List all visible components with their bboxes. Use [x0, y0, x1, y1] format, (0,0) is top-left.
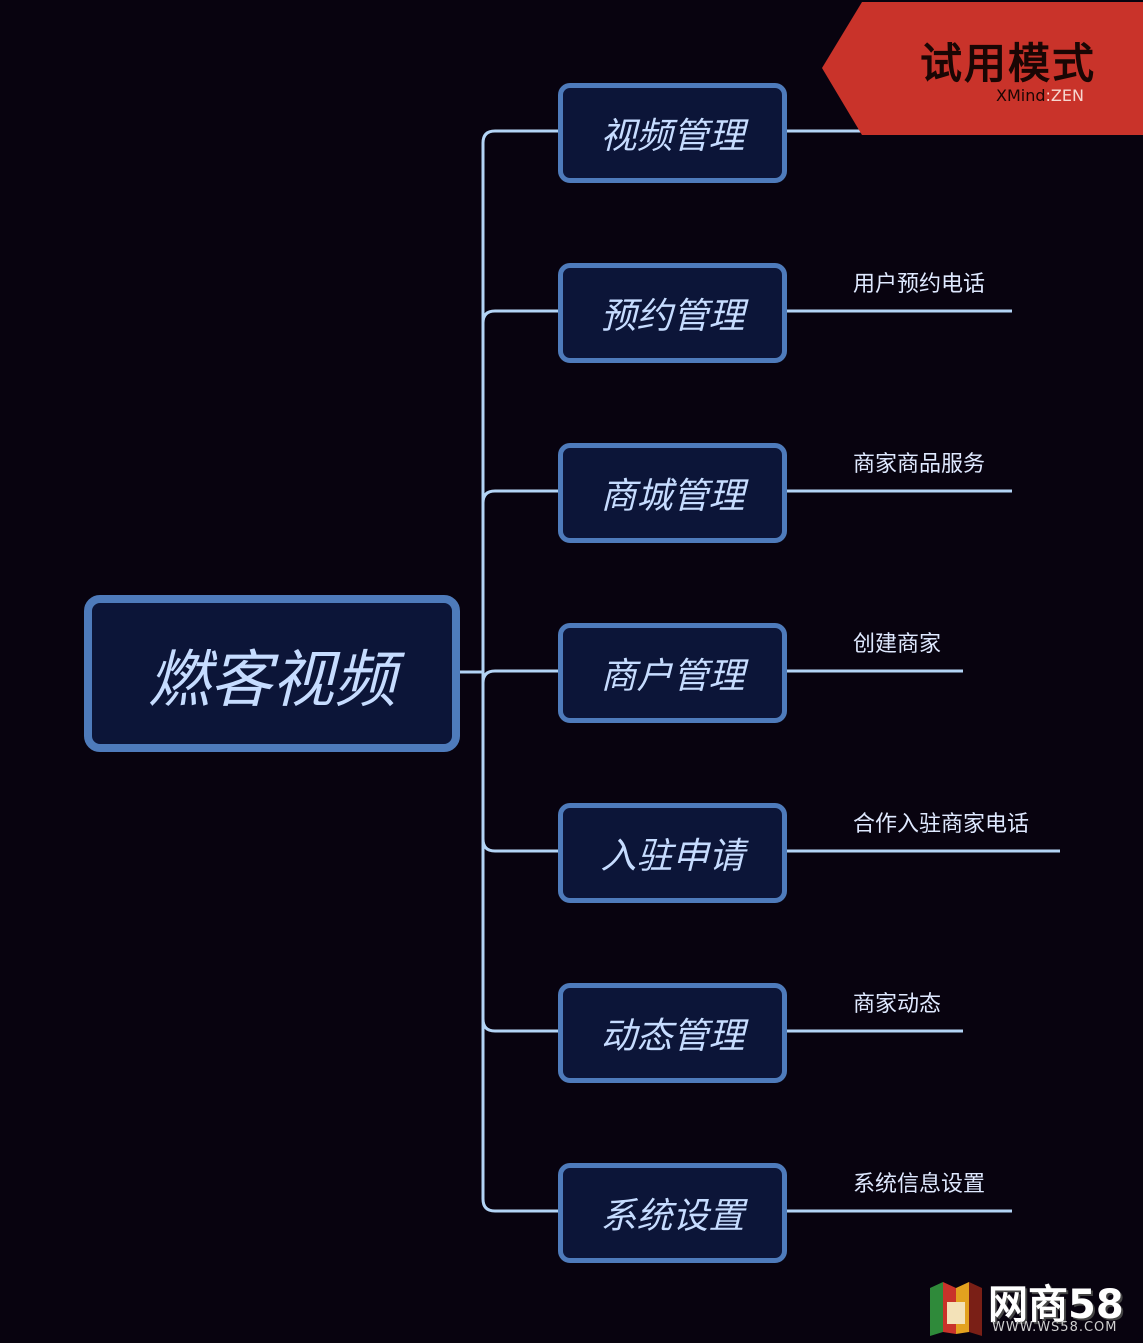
trial-mode-title: 试用模式: [920, 39, 1097, 88]
xmind-brand-suffix: :ZEN: [1045, 86, 1084, 105]
xmind-brand: XMind:ZEN: [996, 86, 1084, 105]
central-topic[interactable]: 燃客视频: [84, 595, 460, 752]
branch-topic[interactable]: 预约管理: [558, 263, 787, 363]
subtopic-label[interactable]: 系统信息设置: [853, 1172, 986, 1197]
branch-topic[interactable]: 视频管理: [558, 83, 787, 183]
trial-mode-badge: [822, 2, 1143, 135]
branch-topic-label: 入驻申请: [600, 836, 745, 877]
branch-topic[interactable]: 商城管理: [558, 443, 787, 543]
branch-topic-label: 视频管理: [600, 116, 745, 157]
branch-topic[interactable]: 动态管理: [558, 983, 787, 1083]
watermark-name: 网商58: [988, 1282, 1124, 1328]
branch-topic[interactable]: 系统设置: [558, 1163, 787, 1263]
watermark-logo-icon: [930, 1282, 982, 1336]
branch-topic[interactable]: 入驻申请: [558, 803, 787, 903]
subtopic-label[interactable]: 商家商品服务: [853, 452, 986, 477]
branch-topic[interactable]: 商户管理: [558, 623, 787, 723]
branch-topic-label: 商户管理: [600, 656, 745, 697]
central-topic-label: 燃客视频: [147, 642, 396, 716]
xmind-brand-name: XMind: [996, 86, 1046, 105]
subtopic-label[interactable]: 合作入驻商家电话: [853, 812, 1030, 837]
subtopic-label[interactable]: 用户预约电话: [853, 272, 986, 297]
branch-topic-label: 预约管理: [600, 296, 745, 337]
watermark-url: WWW.WS58.COM: [992, 1320, 1118, 1335]
branch-topic-label: 系统设置: [600, 1196, 745, 1237]
subtopic-label[interactable]: 创建商家: [853, 632, 942, 657]
subtopic-label[interactable]: 商家动态: [853, 992, 942, 1017]
branch-topic-label: 商城管理: [600, 476, 745, 517]
branch-topic-label: 动态管理: [600, 1016, 745, 1057]
site-watermark: 网商58 WWW.WS58.COM: [920, 1270, 1135, 1340]
